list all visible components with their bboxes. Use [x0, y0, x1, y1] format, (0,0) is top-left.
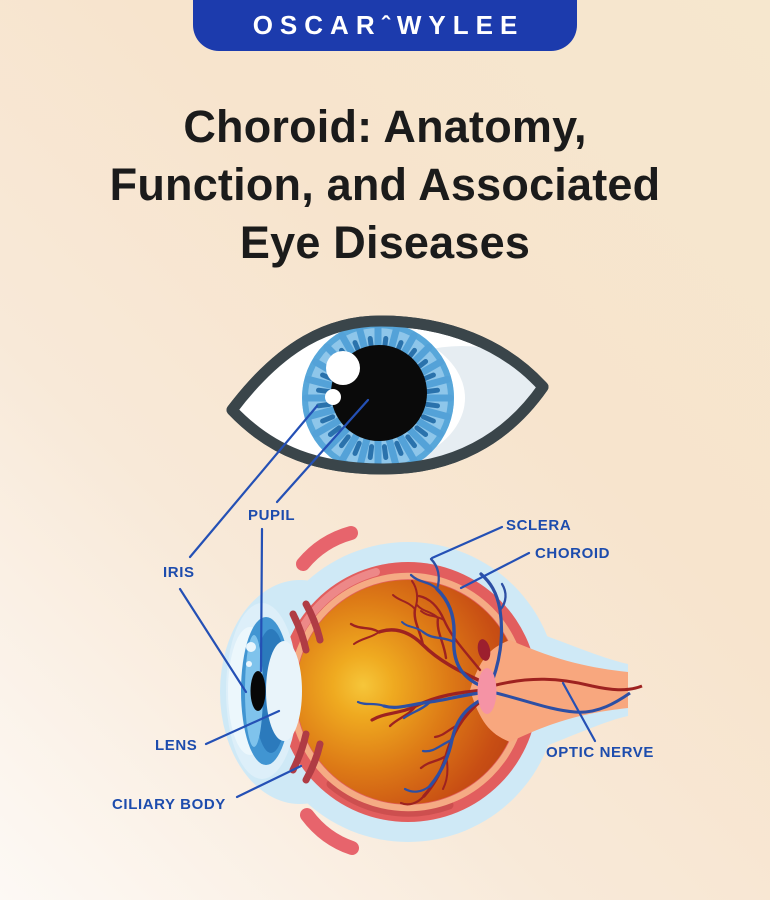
leader-pupil-front	[275, 398, 370, 504]
title-line-3: Eye Diseases	[239, 217, 531, 268]
label-sclera: SCLERA	[506, 517, 572, 534]
brand-right: WYLEE	[396, 10, 525, 40]
upper-choroid-arc	[296, 526, 358, 571]
label-pupil: PUPIL	[248, 507, 296, 524]
cross-section-eye	[220, 526, 643, 855]
title-line-1: Choroid: Anatomy,	[183, 101, 587, 152]
lens	[266, 641, 302, 741]
brand-caret-mark: ˆ	[381, 13, 397, 40]
leader-choroid	[459, 551, 531, 590]
leader-iris-cross	[178, 587, 248, 694]
label-lens: LENS	[155, 737, 198, 754]
pupil-highlight-large	[326, 351, 360, 385]
leader-lens	[204, 709, 281, 746]
optic-disc	[477, 668, 497, 714]
label-iris: IRIS	[163, 564, 195, 581]
brand-left: OSCAR	[252, 10, 382, 40]
brand-logo-text: OSCARˆWYLEE	[246, 10, 525, 41]
pupil-highlight-small	[325, 389, 341, 405]
leader-pupil-cross	[259, 527, 264, 673]
page-title: Choroid: Anatomy, Function, and Associat…	[0, 98, 770, 272]
leader-ciliary-body	[235, 764, 303, 799]
retinal-vessels	[349, 557, 507, 806]
leader-optic-nerve	[561, 681, 597, 743]
macula-spot	[477, 639, 491, 661]
label-optic-nerve: OPTIC NERVE	[546, 744, 655, 761]
leader-iris-front	[188, 404, 319, 559]
title-line-2: Function, and Associated	[109, 159, 661, 210]
label-ciliary-body: CILIARY BODY	[112, 796, 226, 813]
label-choroid: CHOROID	[535, 545, 611, 562]
leader-sclera	[430, 525, 504, 560]
retina-interior	[296, 580, 520, 804]
anterior-segment	[226, 603, 302, 779]
front-eye	[226, 315, 549, 475]
brand-badge: OSCARˆWYLEE	[193, 0, 577, 51]
leader-lines	[178, 398, 597, 799]
lower-choroid-arc	[300, 808, 359, 855]
optic-nerve	[470, 640, 643, 742]
cross-pupil	[250, 671, 266, 711]
